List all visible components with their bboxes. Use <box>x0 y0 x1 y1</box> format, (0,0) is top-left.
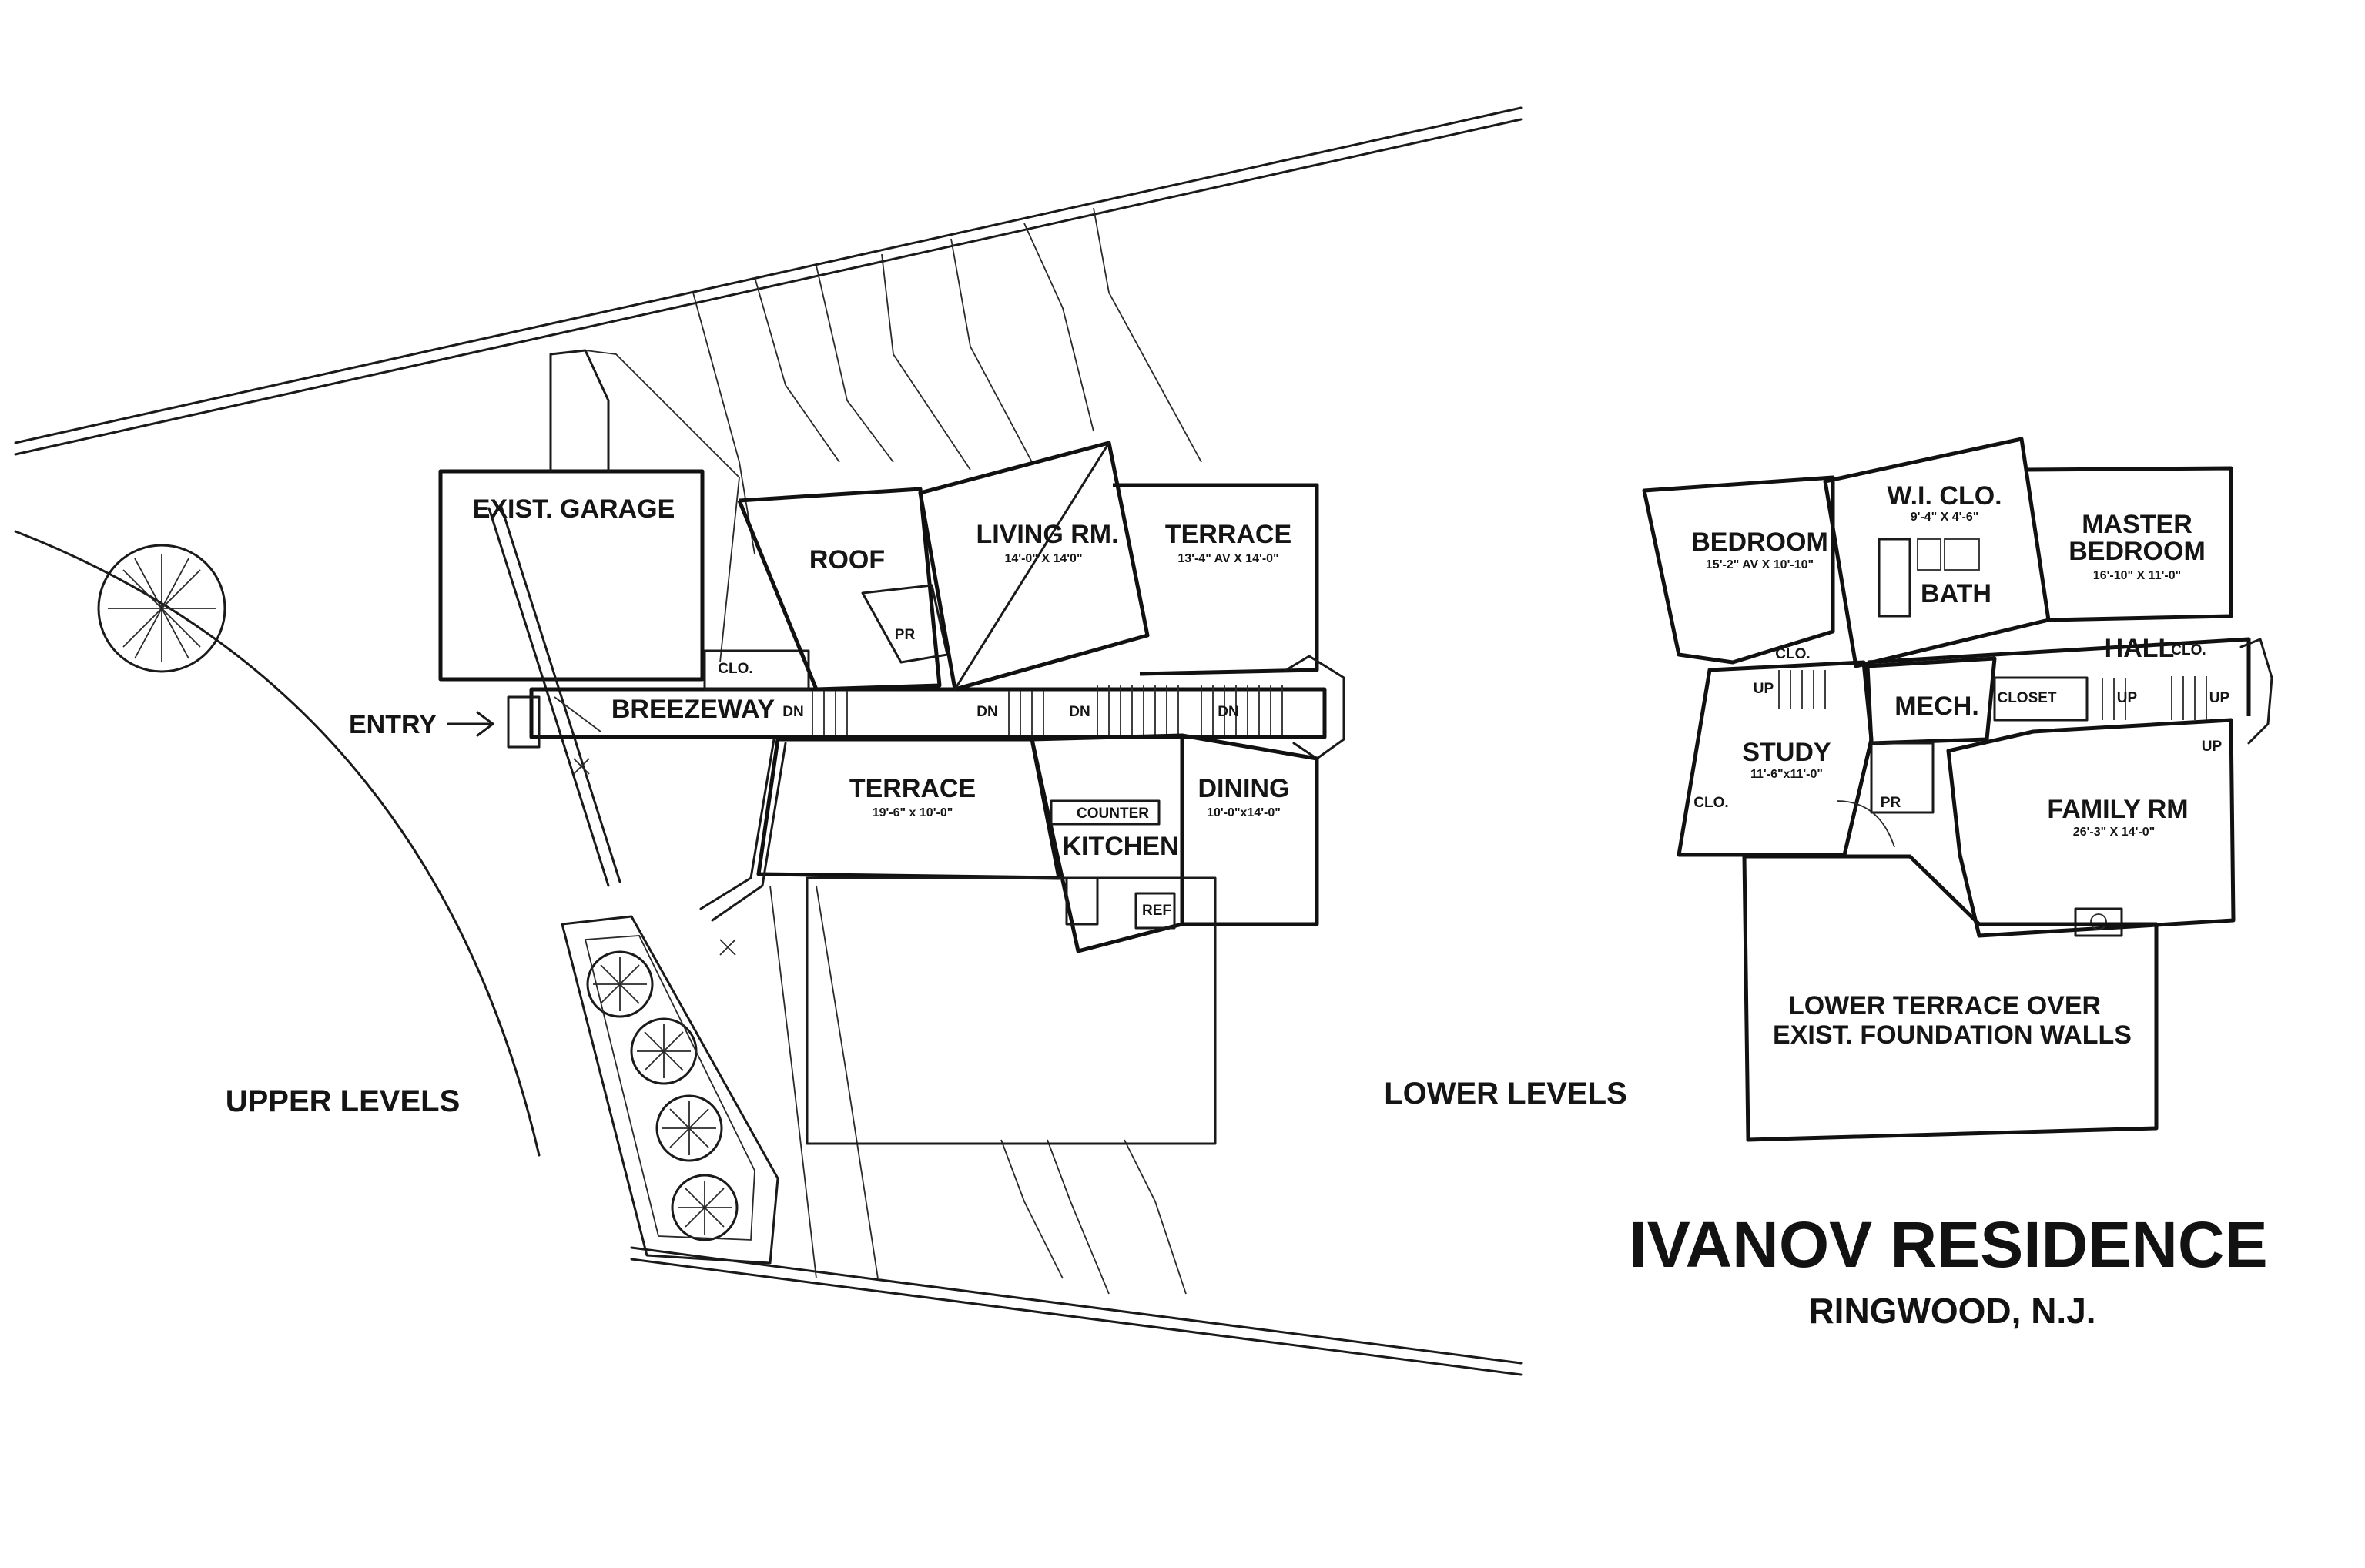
lower-terrace-dims: 19'-6" x 10'-0" <box>873 806 953 819</box>
clo-label-upper: CLO. <box>718 661 752 677</box>
wi-closet-dims: 9'-4" X 4'-6" <box>1911 511 1979 524</box>
lower-stair-treads <box>1778 670 2207 720</box>
up-label-3: UP <box>2209 690 2230 706</box>
family-room-outline <box>1946 718 2236 938</box>
garage-outline <box>438 469 705 682</box>
upper-terrace-outline <box>1113 483 1319 676</box>
up-label-2: UP <box>2117 690 2138 706</box>
dining-outline <box>1180 733 1319 926</box>
shrub-row <box>586 950 739 1241</box>
bathtub <box>1878 538 1911 618</box>
hall-outline <box>1867 637 2251 716</box>
lower-terrace-line2: EXIST. FOUNDATION WALLS <box>1773 1020 2132 1050</box>
entry-label: ENTRY <box>349 710 437 739</box>
study-outline <box>1677 660 1874 857</box>
driveway-curve <box>14 530 541 1157</box>
upper-terrace-label: TERRACE <box>1165 520 1291 549</box>
lower-bay-window <box>2239 638 2273 745</box>
shrub-icon <box>630 1017 698 1085</box>
pr-label-upper: PR <box>895 627 916 643</box>
bedroom-label: BEDROOM <box>1691 528 1828 557</box>
master-bedroom-outline <box>2025 466 2233 622</box>
dn-label-1: DN <box>782 704 803 720</box>
upper-levels-label: UPPER LEVELS <box>226 1084 461 1118</box>
clo-label-study: CLO. <box>1693 795 1728 811</box>
dn-label-2: DN <box>976 704 997 720</box>
closet-label: CLOSET <box>1997 690 2056 706</box>
living-room-label: LIVING RM. <box>976 520 1118 549</box>
clo-label-hall: CLO. <box>2171 642 2206 658</box>
breezeway-outline <box>529 687 1327 739</box>
roof-outline <box>737 487 942 692</box>
wi-closet-label: W.I. CLO. <box>1887 481 2002 511</box>
up-label-4: UP <box>2202 739 2223 755</box>
study-dims: 11'-6"x11'-0" <box>1750 768 1823 781</box>
master-bedroom-label-1: MASTER <box>2082 510 2192 539</box>
cross-marks <box>573 758 736 956</box>
project-title: IVANOV RESIDENCE <box>1629 1208 2267 1281</box>
wi-closet-outline <box>1823 437 2051 668</box>
ref-block <box>1134 892 1176 930</box>
lower-levels-label: LOWER LEVELS <box>1384 1077 1627 1111</box>
counter-label: COUNTER <box>1077 806 1149 822</box>
closet-block <box>1993 676 2089 722</box>
stair-treads <box>812 685 1283 735</box>
shrub-icon <box>586 950 654 1018</box>
up-label-1: UP <box>1754 681 1774 697</box>
upper-plan <box>438 349 1345 1145</box>
study-label: STUDY <box>1742 738 1831 767</box>
lower-yard-outline <box>806 876 1217 1145</box>
lower-terrace-foundation <box>1742 854 2159 1142</box>
kitchen-label: KITCHEN <box>1062 832 1178 861</box>
mech-label: MECH. <box>1894 692 1979 721</box>
bedroom-outline <box>1642 475 1835 665</box>
family-room-label: FAMILY RM <box>2047 795 2188 824</box>
tree-icon <box>97 544 226 673</box>
contour-lines <box>692 207 1202 1295</box>
shrub-icon <box>655 1094 723 1162</box>
roof-label: ROOF <box>809 545 885 575</box>
breezeway-label: BREEZEWAY <box>611 695 775 724</box>
dn-label-4: DN <box>1218 704 1238 720</box>
family-room-dims: 26'-3" X 14'-0" <box>2073 826 2155 839</box>
living-room-outline <box>918 441 1150 692</box>
master-bedroom-dims: 16'-10" X 11'-0" <box>2093 569 2181 582</box>
hall-label: HALL <box>2105 634 2175 663</box>
counter-block <box>1050 799 1161 826</box>
lower-terrace-line1: LOWER TERRACE OVER <box>1788 991 2101 1020</box>
shrub-icon <box>671 1174 739 1241</box>
garage-label: EXIST. GARAGE <box>473 494 675 524</box>
bedroom-dims: 15'-2" AV X 10'-10" <box>1706 558 1814 571</box>
ref-label: REF <box>1142 903 1171 919</box>
living-room-dims: 14'-0" X 14'0" <box>1004 552 1082 565</box>
dn-label-3: DN <box>1069 704 1090 720</box>
upper-terrace-dims: 13'-4" AV X 14'-0" <box>1177 552 1278 565</box>
property-lines <box>14 106 1523 1376</box>
bath-label: BATH <box>1921 579 1991 608</box>
lower-plan <box>1642 437 2273 1142</box>
clo-label-bedroom: CLO. <box>1775 646 1810 662</box>
dining-label: DINING <box>1198 774 1290 803</box>
lower-terrace-label: TERRACE <box>849 774 976 803</box>
pr-label-lower: PR <box>1881 795 1901 811</box>
master-bedroom-label-2: BEDROOM <box>2069 537 2206 566</box>
dining-dims: 10'-0"x14'-0" <box>1207 806 1281 819</box>
planter-bed <box>561 915 779 1265</box>
project-location: RINGWOOD, N.J. <box>1808 1291 2095 1331</box>
